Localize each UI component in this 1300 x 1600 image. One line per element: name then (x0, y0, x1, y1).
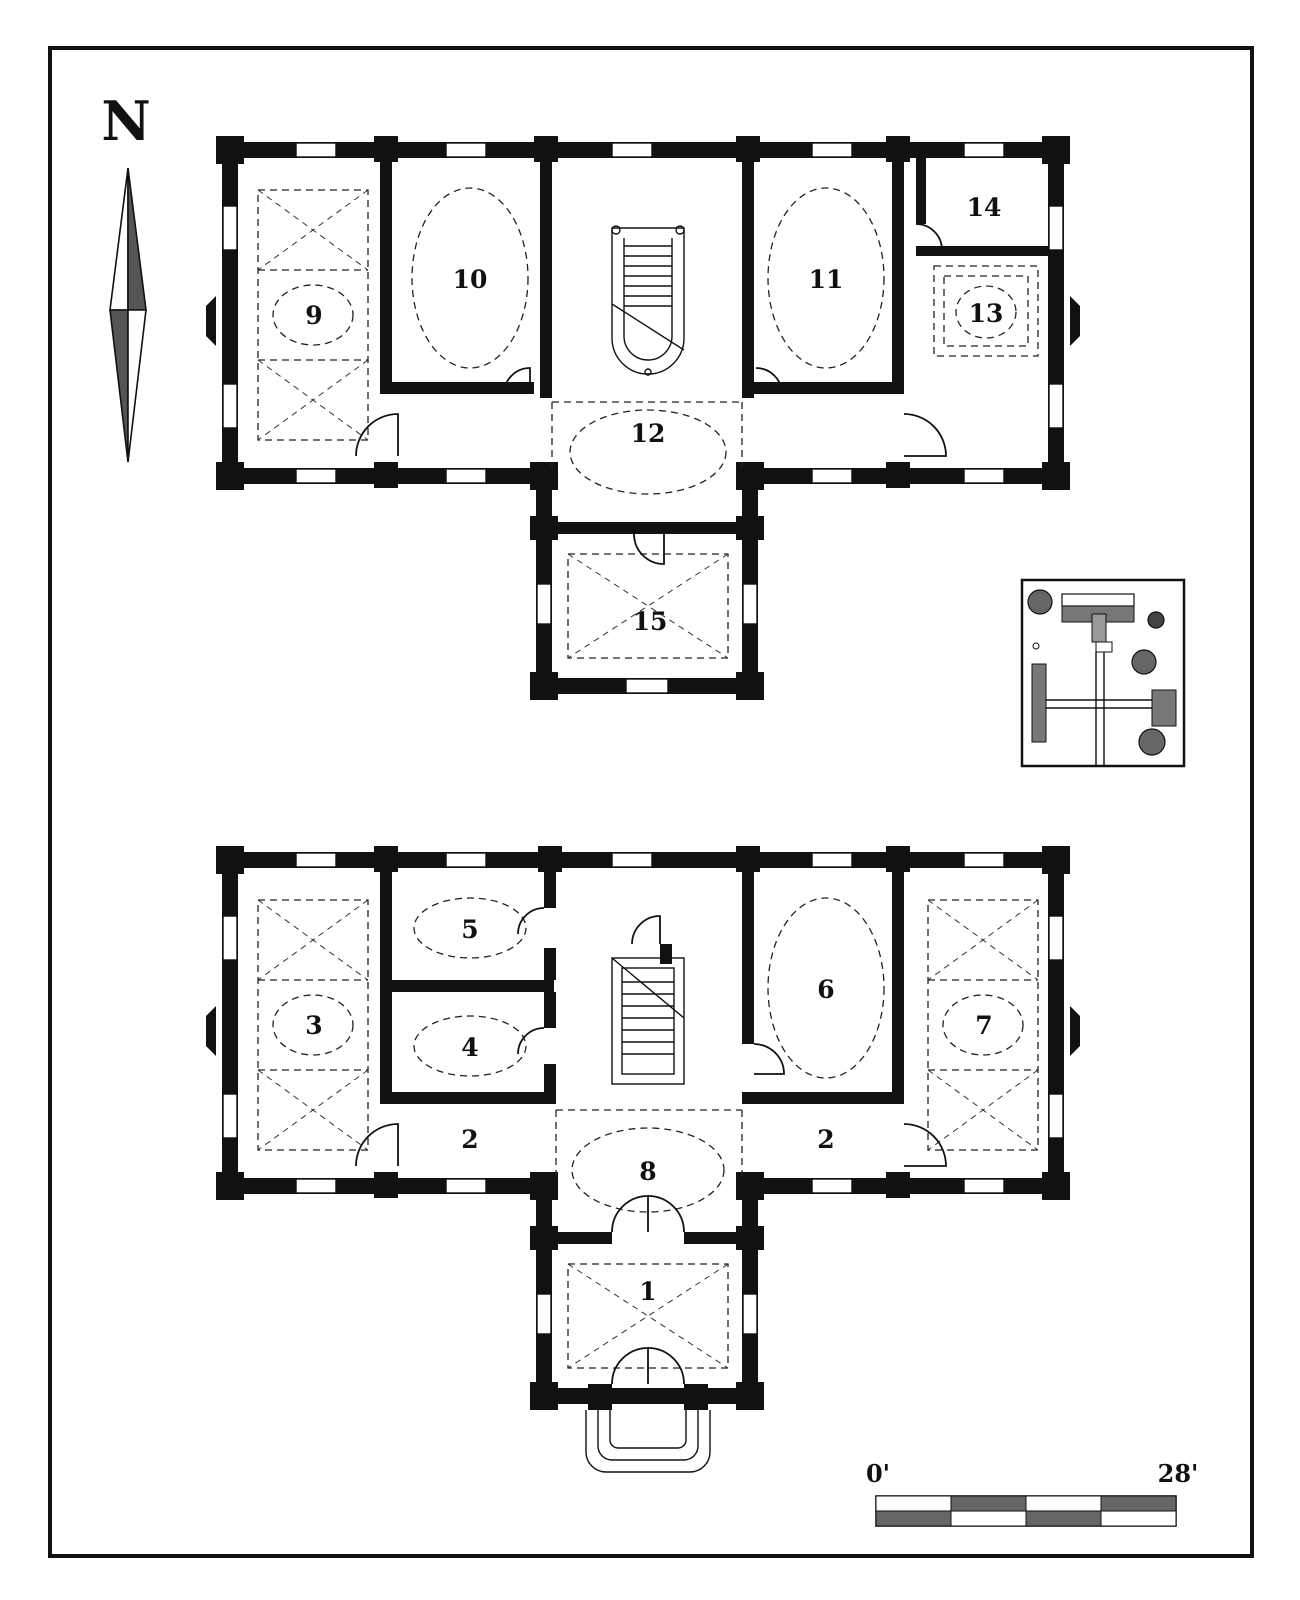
room-14-label: 14 (967, 193, 1002, 222)
lower-ceiling-outlines (257, 897, 1039, 1369)
lower-wall-piers (206, 846, 1080, 1410)
upper-staircase (611, 225, 685, 376)
entrance-steps (585, 1410, 711, 1473)
lower-windows (222, 852, 1064, 1335)
lower-interior-walls (380, 868, 904, 1244)
upper-wall-piers (206, 136, 1080, 700)
room-9-label: 9 (305, 301, 322, 330)
north-label: N (101, 89, 150, 153)
room-2-east-label: 2 (817, 1125, 834, 1154)
scale-end-label: 28' (1158, 1459, 1199, 1488)
scale-bar: 0' 28' (866, 1459, 1199, 1527)
upper-room-labels: 9 10 11 12 13 14 15 (305, 193, 1003, 636)
room-12-label: 12 (631, 419, 666, 448)
room-6-label: 6 (817, 975, 834, 1004)
room-7-label: 7 (975, 1011, 992, 1040)
north-arrow-icon (109, 167, 147, 463)
lower-staircase (611, 915, 685, 1085)
upper-interior-walls (380, 158, 1048, 534)
scale-start-label: 0' (866, 1459, 890, 1488)
upper-windows (222, 142, 1064, 694)
room-13-label: 13 (969, 299, 1004, 328)
room-3-label: 3 (305, 1011, 322, 1040)
site-plan-icon (1020, 578, 1186, 768)
upper-floor-plan: 9 10 11 12 13 14 15 (206, 136, 1080, 700)
room-10-label: 10 (453, 265, 488, 294)
room-8-label: 8 (639, 1157, 656, 1186)
lower-doors (355, 907, 947, 1385)
room-15-label: 15 (633, 607, 668, 636)
room-5-label: 5 (461, 915, 478, 944)
lower-room-labels: 1 2 2 3 4 5 6 7 8 (305, 915, 992, 1306)
room-1-label: 1 (639, 1277, 656, 1306)
upper-doors (355, 223, 947, 565)
upper-ceiling-outlines (257, 187, 1039, 659)
lower-floor-plan: 1 2 2 3 4 5 6 7 8 (206, 846, 1080, 1473)
room-2-west-label: 2 (461, 1125, 478, 1154)
room-11-label: 11 (809, 265, 844, 294)
room-4-label: 4 (461, 1033, 478, 1062)
compass: N (101, 89, 151, 463)
